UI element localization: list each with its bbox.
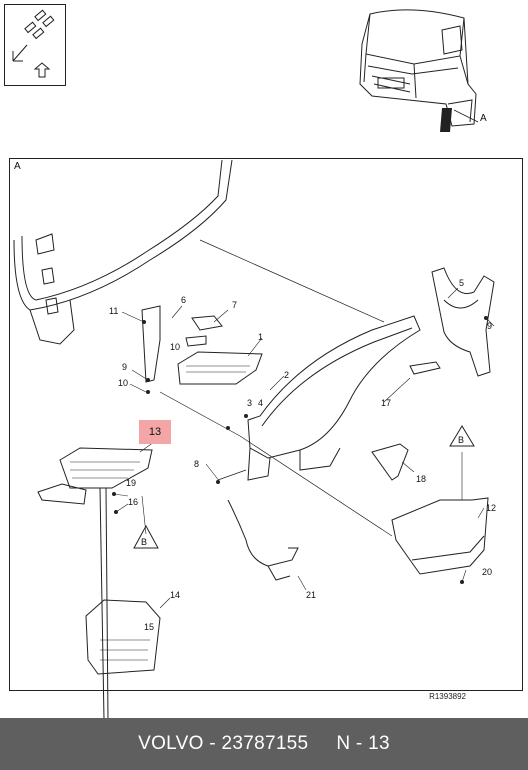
callout-12: 12 — [486, 503, 496, 513]
step-13 — [59, 447, 153, 489]
callout-8: 8 — [194, 459, 199, 469]
callout-4: 4 — [258, 398, 263, 408]
callout-14: 14 — [170, 590, 180, 600]
parts-diagram: 11 6 7 10 1 9 10 2 3 4 5 9 17 8 18 19 16… — [13, 159, 496, 718]
bracket-5 — [431, 267, 495, 377]
step-14 — [85, 599, 161, 675]
callout-9-left: 9 — [122, 362, 127, 372]
callout-2: 2 — [284, 370, 289, 380]
brand-name: VOLVO — [138, 733, 204, 754]
step-1 — [177, 351, 263, 385]
view-thumb-label: A — [480, 113, 487, 124]
wheel-arch-panel — [247, 315, 421, 459]
truck-cab-thumbnail — [352, 4, 498, 142]
callout-10-upper: 10 — [170, 342, 180, 352]
harness-21 — [227, 499, 299, 567]
callout-18: 18 — [416, 474, 426, 484]
callout-7: 7 — [232, 300, 237, 310]
seal-17 — [409, 361, 441, 375]
callout-5: 5 — [459, 278, 464, 288]
ref-triangle-b-left: B — [141, 537, 147, 547]
view-frame-label: A — [14, 161, 21, 172]
orientation-icon — [4, 4, 66, 86]
diagram-frame — [9, 158, 523, 691]
callout-3: 3 — [247, 398, 252, 408]
bracket-6 — [141, 305, 161, 383]
cover-12 — [391, 497, 489, 575]
position-code: N - 13 — [336, 733, 390, 754]
callout-10-lower: 10 — [118, 378, 128, 388]
callout-13-highlighted[interactable]: 13 — [139, 420, 171, 444]
callout-20: 20 — [482, 567, 492, 577]
part-7 — [191, 315, 223, 331]
separator: - — [203, 733, 222, 754]
callout-15: 15 — [144, 622, 154, 632]
cab-body-outline — [13, 159, 233, 311]
bracket-18 — [371, 443, 409, 481]
part-info-footer: VOLVO - 23787155 N - 13 — [0, 718, 528, 770]
callout-21: 21 — [306, 590, 316, 600]
callout-19: 19 — [126, 478, 136, 488]
callout-16: 16 — [128, 497, 138, 507]
part-number: 23787155 — [221, 733, 309, 754]
callout-1: 1 — [258, 332, 263, 342]
callout-17: 17 — [381, 398, 391, 408]
callout-9-right: 9 — [487, 321, 492, 331]
callout-6: 6 — [181, 295, 186, 305]
callout-11: 11 — [109, 306, 118, 316]
ref-triangle-b-right: B — [458, 435, 464, 445]
drawing-reference: R1393892 — [429, 692, 466, 701]
